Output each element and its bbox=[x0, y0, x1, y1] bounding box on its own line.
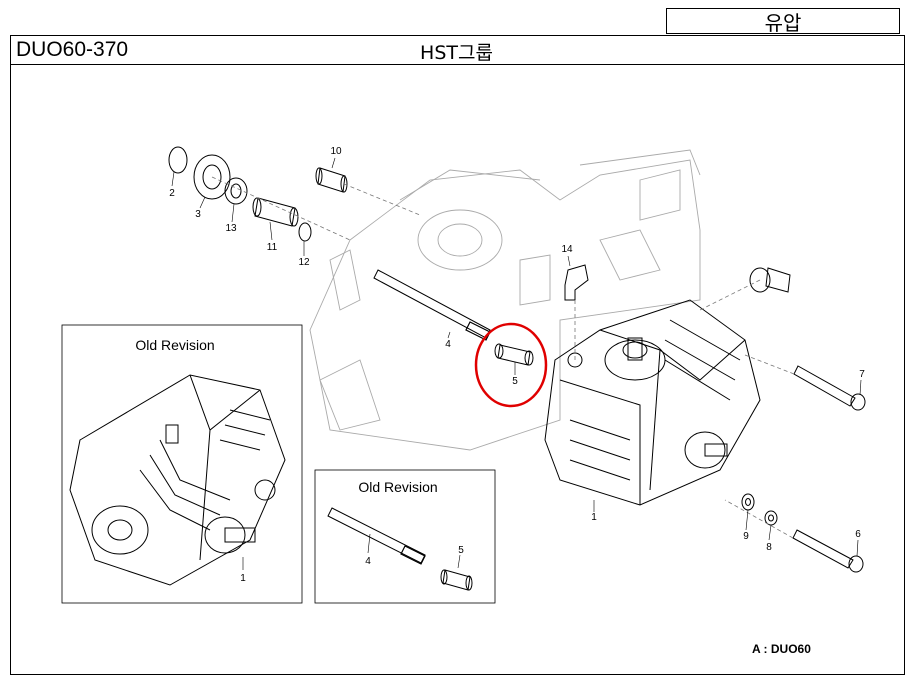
sleeve-part-10 bbox=[315, 167, 348, 193]
inset-center-title: Old Revision bbox=[358, 479, 437, 495]
highlight-circle bbox=[474, 322, 548, 408]
part-label: 10 bbox=[330, 146, 342, 157]
nut-part-8 bbox=[764, 510, 778, 526]
model-name: DUO60-370 bbox=[16, 38, 129, 61]
bolt-part-6 bbox=[792, 529, 864, 573]
category-label: 유압 bbox=[764, 10, 802, 35]
part-number-labels: 1 1 2 3 4 5 6 7 8 9 10 11 12 13 14 bbox=[169, 146, 865, 553]
part-label: 14 bbox=[561, 244, 573, 255]
transmission-housing-ghost bbox=[309, 149, 701, 451]
category-box: 유압 bbox=[666, 8, 900, 35]
bushing-part-11 bbox=[252, 197, 299, 227]
part-label: 9 bbox=[743, 531, 749, 542]
part-label: 12 bbox=[298, 257, 310, 268]
inset-center-sleeve-label: 5 bbox=[458, 545, 464, 556]
inset-old-revision-center: Old Revision 4 5 bbox=[314, 469, 496, 604]
sleeve-part-5 bbox=[494, 343, 534, 366]
elbow-fitting-part-14 bbox=[564, 264, 589, 301]
inset-center-shaft-label: 4 bbox=[365, 556, 371, 567]
elbow-fitting-top-right bbox=[749, 267, 791, 293]
part-label: 7 bbox=[859, 369, 865, 380]
model-legend: A : DUO60 bbox=[752, 642, 811, 656]
inset-left-title: Old Revision bbox=[135, 337, 214, 353]
part-label: 5 bbox=[512, 376, 518, 387]
inset-old-revision-left: Old Revision 1 bbox=[61, 324, 303, 604]
part-label: 1 bbox=[591, 512, 597, 523]
inset-left-part-label: 1 bbox=[240, 573, 246, 584]
washer-part-9 bbox=[741, 493, 755, 511]
bearing-part-3 bbox=[193, 154, 231, 200]
part-label: 8 bbox=[766, 542, 772, 553]
part-label: 4 bbox=[445, 339, 451, 350]
header-divider bbox=[10, 64, 905, 65]
part-label: 3 bbox=[195, 209, 201, 220]
hst-pump-assembly bbox=[544, 299, 761, 506]
part-label: 11 bbox=[267, 242, 278, 253]
bolt-part-7 bbox=[793, 365, 866, 411]
group-title: HST그룹 bbox=[420, 42, 493, 64]
washer-part-13 bbox=[224, 177, 248, 205]
shaft-part-4 bbox=[373, 269, 491, 341]
o-ring-part-12 bbox=[298, 222, 312, 242]
part-label: 6 bbox=[855, 529, 861, 540]
part-label: 13 bbox=[225, 223, 237, 234]
part-label: 2 bbox=[169, 188, 175, 199]
snap-ring-part-2 bbox=[168, 146, 188, 174]
